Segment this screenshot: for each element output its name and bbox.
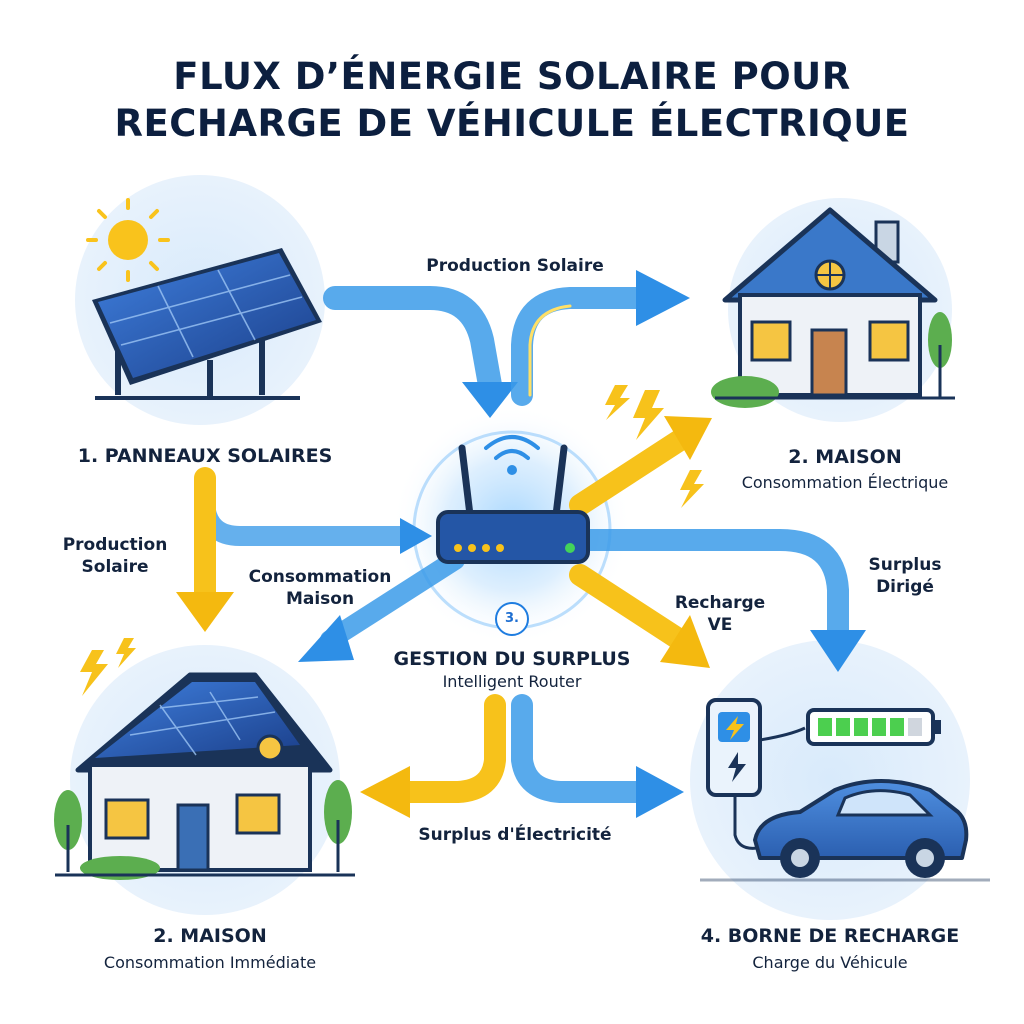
flow-label-line: Recharge xyxy=(674,593,766,613)
lightning-icon xyxy=(80,650,108,696)
flow-label-consommation-maison: Consommation Maison xyxy=(225,566,415,610)
arrowhead xyxy=(660,615,710,668)
arrowhead xyxy=(636,270,690,326)
arrowhead xyxy=(462,382,518,418)
arrowhead xyxy=(360,766,410,818)
node-title-house-bottom: 2. MAISON xyxy=(153,925,267,947)
node-title-charger: 4. BORNE DE RECHARGE xyxy=(700,925,960,947)
diagram-title-line1: FLUX D’ÉNERGIE SOLAIRE POUR xyxy=(173,55,851,98)
house-icon xyxy=(711,207,955,408)
lightning-icon xyxy=(605,385,630,420)
arrowhead xyxy=(810,630,866,672)
flow-arrow-router-house-top-yellow xyxy=(569,429,691,516)
arrowhead xyxy=(400,518,432,554)
battery-icon xyxy=(806,708,941,746)
node-title-router: GESTION DU SURPLUS xyxy=(393,648,631,670)
flow-arrow-router-charger-bottom xyxy=(511,694,651,803)
flow-arrows-yellow xyxy=(176,304,712,818)
node-subtitle-house-top: Consommation Électrique xyxy=(741,473,949,492)
lightning-icon xyxy=(116,638,136,668)
flow-arrow-router-house-surplus xyxy=(394,694,506,803)
flow-label-line: Production xyxy=(62,535,168,555)
flow-label-production-top: Production Solaire xyxy=(426,256,604,276)
flow-label-line: Surplus xyxy=(868,555,942,575)
flow-arrow-router-charger xyxy=(579,529,849,643)
solar-house-icon xyxy=(54,672,355,880)
arrowhead xyxy=(298,615,354,662)
node-subtitle-charger: Charge du Véhicule xyxy=(752,953,908,972)
arrowhead xyxy=(176,592,234,632)
flow-label-line: Dirigé xyxy=(876,577,934,598)
lightning-icon xyxy=(680,470,704,508)
diagram-title-line2: RECHARGE DE VÉHICULE ÉLECTRIQUE xyxy=(114,102,910,145)
router-step-number: 3. xyxy=(495,602,529,636)
node-subtitle-house-bottom: Consommation Immédiate xyxy=(103,953,317,972)
sun-icon xyxy=(108,220,148,260)
arrowhead xyxy=(636,766,684,818)
node-title-house-top: 2. MAISON xyxy=(788,446,902,468)
car-icon xyxy=(753,779,969,878)
lightning-icons xyxy=(80,385,704,696)
flow-arrow-panels-router-left xyxy=(195,470,415,546)
flow-label-surplus-dirige: Surplus Dirigé xyxy=(845,554,965,598)
lightning-icon xyxy=(633,390,664,440)
node-title-panels: 1. PANNEAUX SOLAIRES xyxy=(77,445,333,467)
flow-arrow-router-house-bottom xyxy=(320,550,465,650)
router-icon xyxy=(436,435,590,564)
flow-label-line: VE xyxy=(707,615,733,636)
flow-label-line: Solaire xyxy=(81,557,149,578)
flow-label-recharge-ve: Recharge VE xyxy=(655,592,785,636)
flow-arrow-router-charger-yellow xyxy=(569,564,691,651)
flow-label-line: Maison xyxy=(285,589,355,610)
ev-charger-icon xyxy=(700,698,990,882)
flow-line-thin xyxy=(528,304,572,397)
flow-label-surplus-electricite: Surplus d'Électricité xyxy=(418,825,612,845)
flow-arrow-router-house xyxy=(511,287,651,406)
solar-panel-icon xyxy=(86,198,322,400)
flow-arrow-panels-router xyxy=(323,286,502,397)
node-subtitle-router: Intelligent Router xyxy=(442,672,582,691)
flow-label-line: Consommation xyxy=(248,567,392,587)
arrowhead xyxy=(664,416,712,460)
flow-label-production-left: Production Solaire xyxy=(30,534,200,578)
